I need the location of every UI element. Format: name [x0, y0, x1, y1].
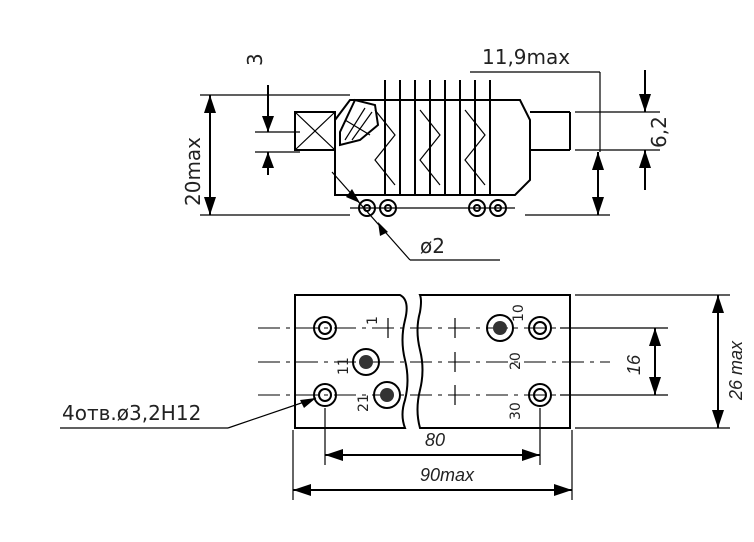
dim-width-label: 90max: [420, 465, 475, 485]
dim-height-top-label: 20max: [181, 137, 205, 206]
dim-offset-label: 11,9max: [482, 45, 570, 69]
dim-height-top: 20max: [181, 94, 350, 216]
hole-callout: 4отв.ø3,2H12: [60, 397, 317, 429]
pin-label-10: 10: [511, 304, 527, 322]
dim-thickness-label: 3: [243, 53, 267, 66]
dim-height-front-label: 26 max: [726, 340, 746, 401]
top-view: 20max 3 11,9max: [181, 45, 671, 261]
dim-pin-diameter-label: ø2: [420, 234, 445, 258]
dim-pin-diameter: ø2: [331, 171, 500, 261]
hole-callout-label: 4отв.ø3,2H12: [62, 401, 201, 425]
front-body: 1 10 11 20 21 30: [258, 294, 610, 429]
front-view: 1 10 11 20 21 30 16 26 max: [60, 294, 746, 500]
dim-pitch: 16: [560, 327, 668, 396]
dim-hole-spacing: 80: [324, 408, 541, 465]
pin-label-30: 30: [508, 402, 524, 420]
dim-hole-spacing-label: 80: [425, 430, 445, 450]
pin-label-1: 1: [365, 316, 381, 325]
dim-pin-height-label: 6,2: [647, 116, 671, 148]
dim-pin-height: 6,2: [575, 70, 671, 190]
dim-height-front: 26 max: [575, 294, 746, 429]
top-body: [294, 80, 571, 217]
dim-pitch-label: 16: [624, 354, 644, 375]
dim-width: 90max: [292, 430, 573, 500]
pin-label-11: 11: [336, 357, 352, 375]
dim-offset: 11,9max: [470, 45, 610, 216]
pin-label-21: 21: [356, 394, 372, 412]
dim-thickness: 3: [243, 53, 300, 175]
pin-label-20: 20: [508, 352, 524, 370]
